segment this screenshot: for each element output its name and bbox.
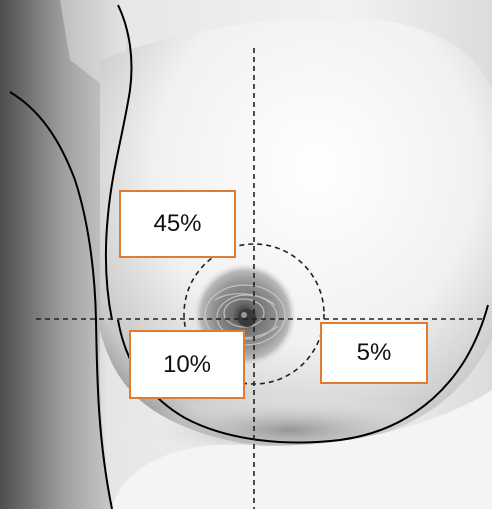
upper-outer-quadrant-label: 45% <box>119 190 236 258</box>
lower-outer-quadrant-label: 5% <box>320 322 428 384</box>
lower-inner-quadrant-label: 10% <box>129 330 245 399</box>
